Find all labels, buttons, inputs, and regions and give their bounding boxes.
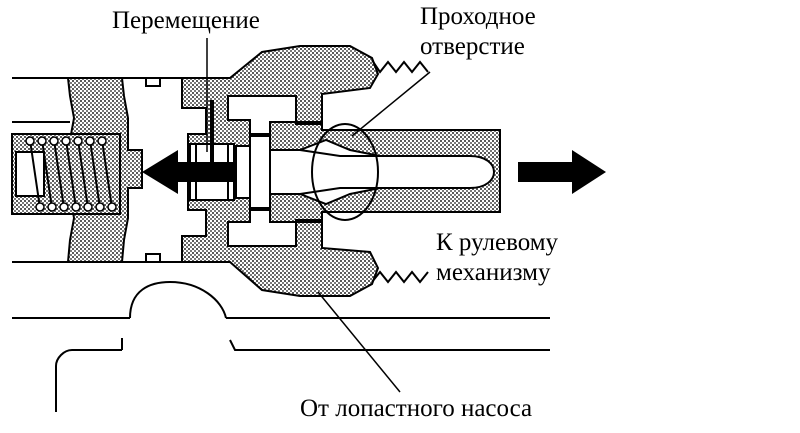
orifice-highlight [311,123,379,221]
outlet-bore [269,138,496,206]
from-pump-label: От лопастного насоса [300,395,533,422]
orifice-label-line2: отверстие [420,33,525,60]
to-gear-label-line1: К рулевому [436,229,559,256]
orifice-label-line1: Проходное [420,3,536,30]
arrow-right-icon [518,150,606,194]
pump-casing [12,280,550,412]
leader-lines [206,38,431,393]
spool-piston [189,100,271,209]
arrow-left-icon [142,150,236,194]
spring-assembly [11,133,121,215]
displacement-label: Перемещение [112,7,260,34]
to-gear-label-line2: механизму [436,259,551,286]
